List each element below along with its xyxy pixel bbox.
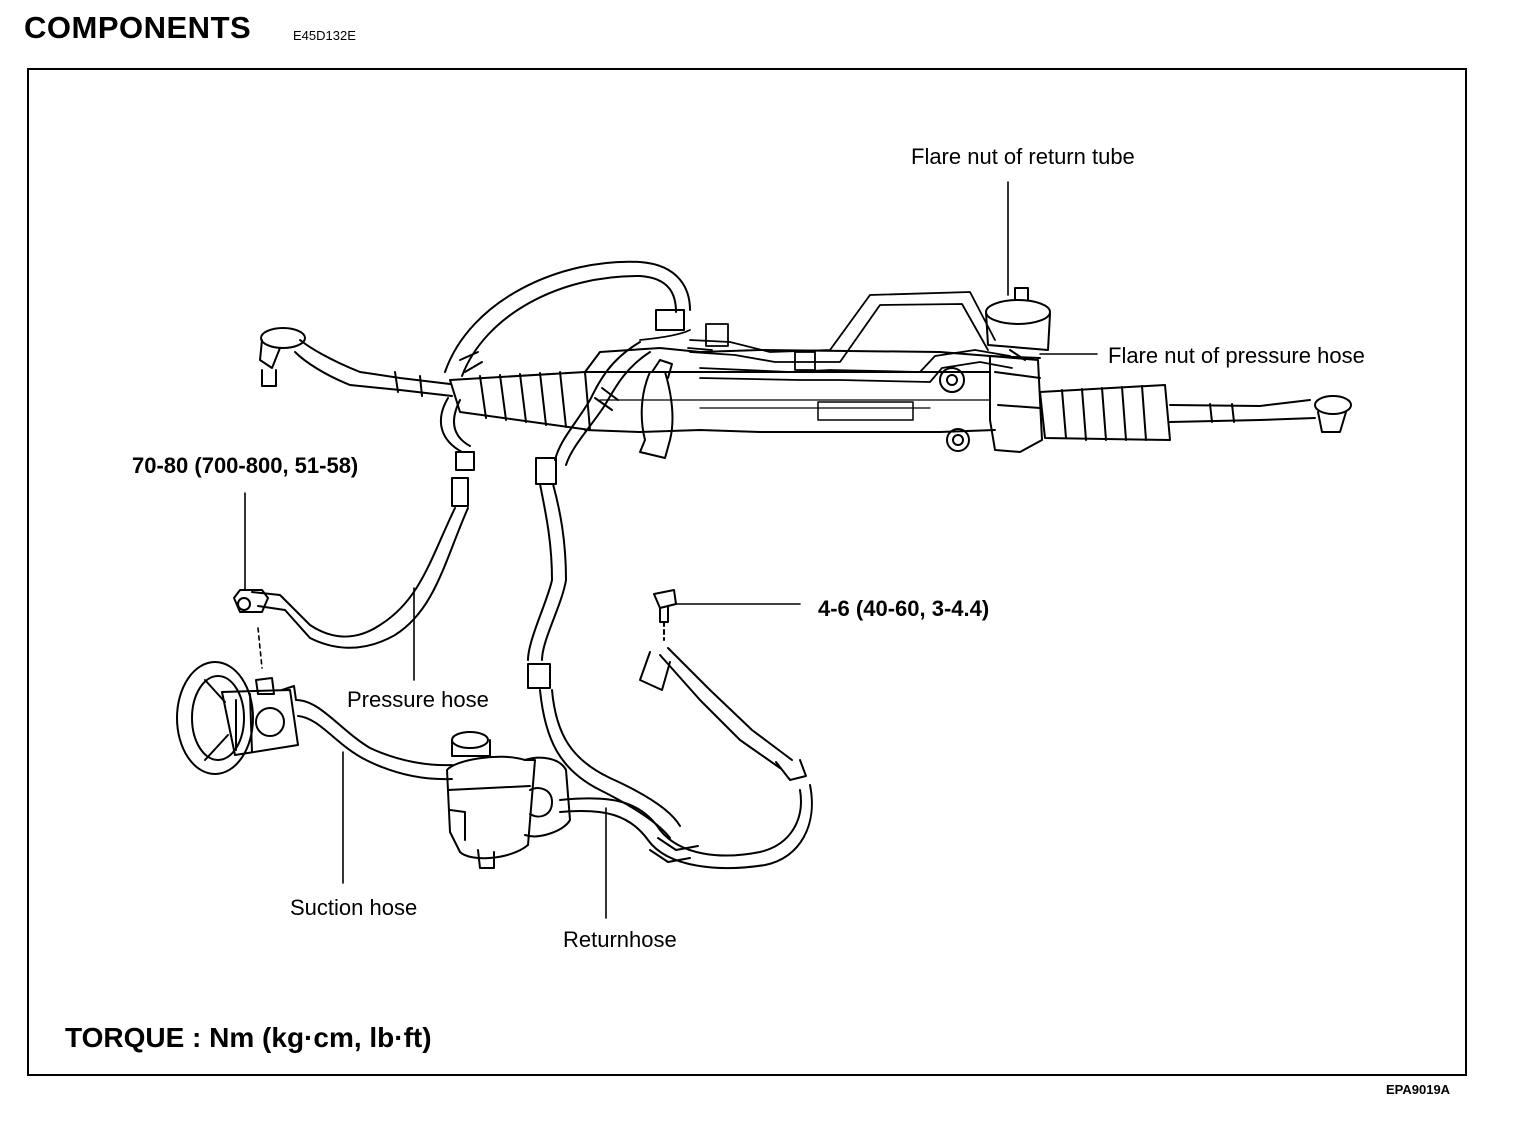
label-flare-nut-return-tube: Flare nut of return tube: [911, 144, 1135, 169]
suction-hose: [296, 700, 452, 779]
label-suction-hose: Suction hose: [290, 895, 418, 920]
cooler-lines: [560, 648, 812, 868]
return-hose: [528, 342, 680, 838]
bracket-bolt: [654, 590, 676, 640]
reservoir: [447, 732, 570, 868]
right-boot: [1040, 385, 1170, 440]
section-code: E45D132E: [293, 28, 356, 43]
left-tie-rod: [260, 328, 452, 396]
label-return-hose: Returnhose: [563, 927, 677, 952]
right-tie-rod: [1170, 396, 1351, 432]
left-boot: [450, 372, 590, 430]
label-torque-bracket-bolt: 4-6 (40-60, 3-4.4): [818, 596, 990, 621]
power-steering-pump: [177, 662, 298, 774]
figure-code: EPA9019A: [1386, 1082, 1451, 1097]
steering-gear-housing: [585, 348, 1042, 458]
pressure-hose-lower: [234, 398, 474, 648]
pinion-valve-top: [986, 288, 1050, 360]
label-torque-pressure-hose: 70-80 (700-800, 51-58): [132, 453, 359, 478]
page-title: COMPONENTS: [24, 10, 252, 45]
leader-lines: [245, 182, 1097, 918]
label-pressure-hose: Pressure hose: [347, 687, 489, 712]
diagram-frame: [27, 68, 1467, 1076]
label-flare-nut-pressure-hose: Flare nut of pressure hose: [1108, 343, 1365, 368]
torque-units-note: TORQUE : Nm (kg·cm, lb·ft): [65, 1022, 432, 1053]
rack-tubes: [640, 292, 1012, 382]
pressure-hose-upper: [445, 262, 690, 376]
